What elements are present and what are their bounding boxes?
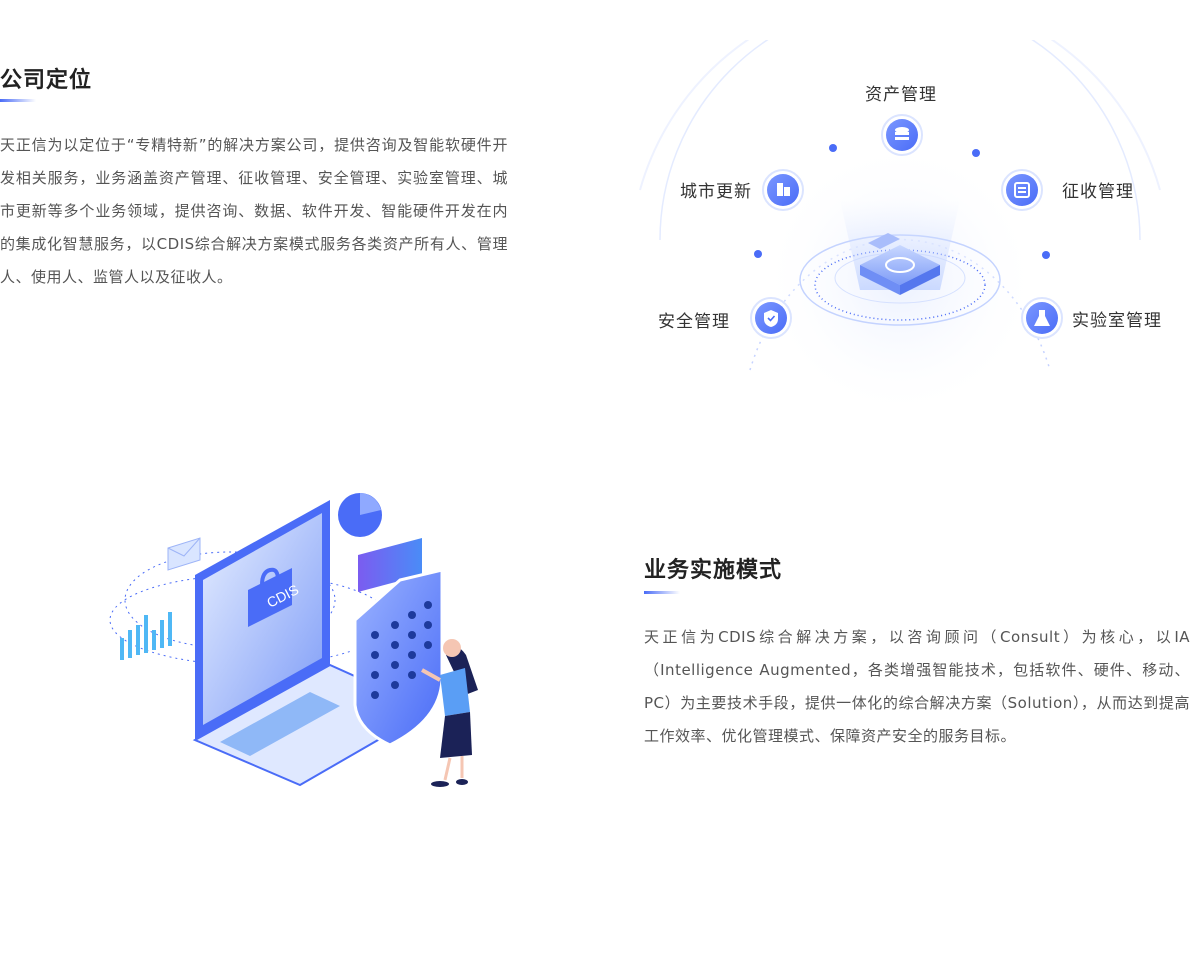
title-underline: [0, 99, 36, 102]
woman-figure: [421, 639, 478, 787]
lab-management-node: [1021, 297, 1063, 339]
domain-label-asset: 资产管理: [865, 85, 937, 105]
domain-label-safety: 安全管理: [658, 312, 730, 332]
asset-management-node: [881, 114, 923, 156]
expropriation-management-node: [1001, 169, 1043, 211]
company-positioning-paragraph: 天正信为以定位于“专精特新”的解决方案公司，提供咨询及智能软硬件开发相关服务，业…: [0, 136, 508, 286]
cdis-illustration: CDIS: [100, 480, 500, 800]
domain-label-expropriation: 征收管理: [1062, 182, 1134, 202]
illustration-graphic: CDIS: [109, 493, 478, 787]
domain-label-city: 城市更新: [680, 182, 752, 202]
safety-management-node: [750, 297, 792, 339]
company-positioning-title: 公司定位: [0, 68, 93, 93]
business-mode-title: 业务实施模式: [644, 558, 783, 583]
ring-graphic: [639, 40, 1161, 420]
business-domains-diagram: 资产管理 城市更新 征收管理 安全管理 实验室管理: [600, 40, 1200, 420]
domain-label-lab: 实验室管理: [1072, 311, 1162, 331]
city-renewal-node: [762, 169, 804, 211]
title-underline: [644, 591, 680, 594]
business-mode-paragraph: 天正信为CDIS综合解决方案，以咨询顾问（Consult）为核心，以IA（Int…: [644, 628, 1190, 745]
